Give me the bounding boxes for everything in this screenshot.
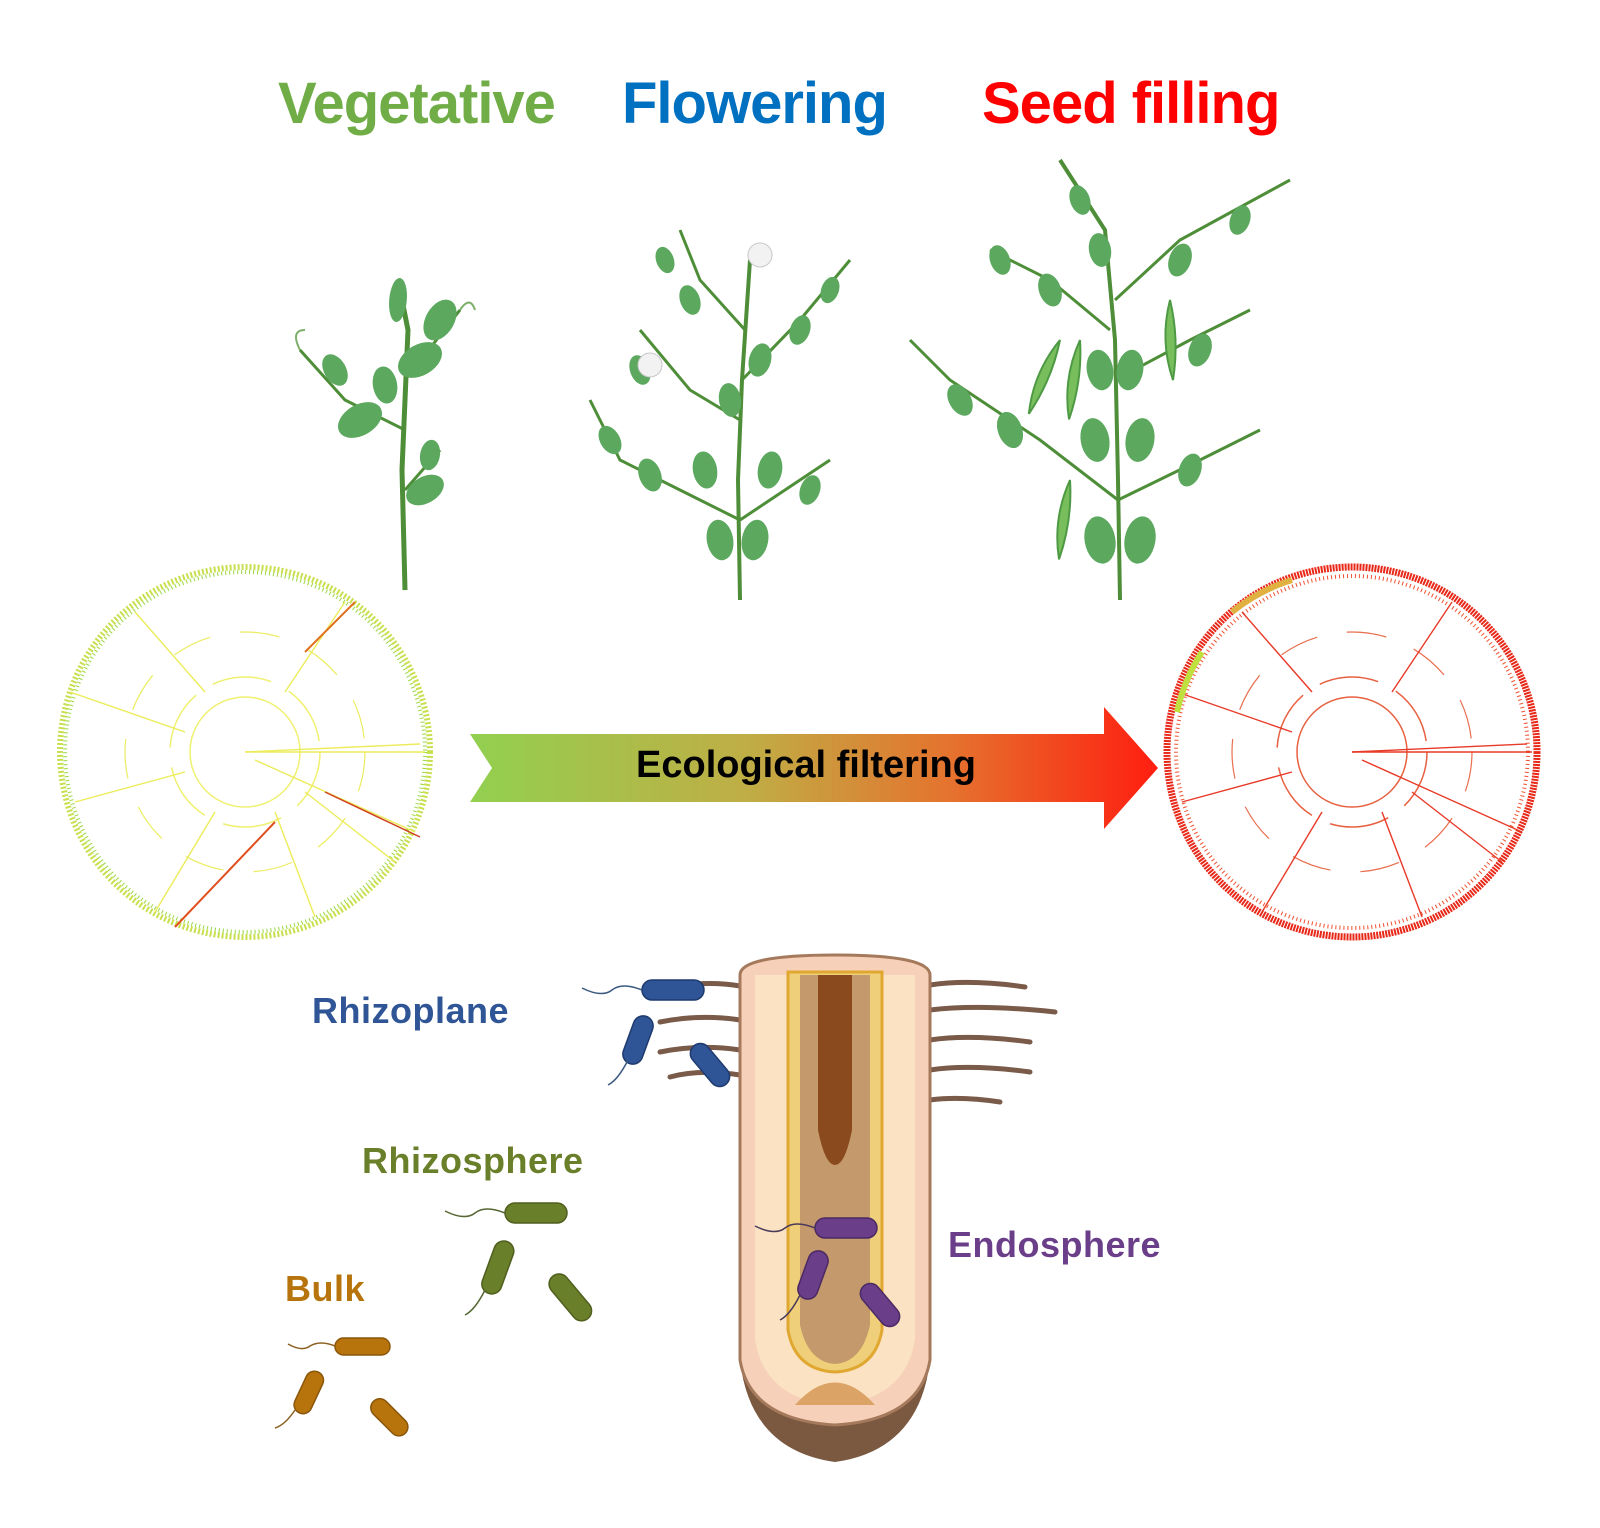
bacteria-bulk	[274, 1337, 409, 1437]
stage-label-vegetative: Vegetative	[278, 71, 556, 136]
stage-label-seed-filling: Seed filling	[982, 71, 1280, 136]
zone-label-rhizosphere: Rhizosphere	[362, 1140, 584, 1181]
zone-label-rhizoplane: Rhizoplane	[312, 990, 510, 1031]
bacteria-endosphere	[754, 1217, 901, 1328]
plant-seed-filling	[908, 158, 1291, 601]
bacteria-rhizoplane	[581, 979, 731, 1088]
zone-label-endosphere: Endosphere	[948, 1224, 1162, 1265]
plant-vegetative	[295, 277, 476, 591]
root-cross-section	[657, 953, 1058, 1462]
stage-label-flowering: Flowering	[622, 71, 888, 136]
phylogenetic-tree-seed-filling	[1163, 563, 1541, 941]
plant-flowering	[588, 229, 852, 601]
arrow-label-ecological-filtering: Ecological filtering	[636, 744, 976, 786]
zone-label-bulk: Bulk	[285, 1268, 366, 1309]
ecological-filtering-arrow	[470, 707, 1158, 829]
phylogenetic-tree-vegetative	[57, 564, 433, 940]
bacteria-rhizosphere	[444, 1202, 593, 1322]
